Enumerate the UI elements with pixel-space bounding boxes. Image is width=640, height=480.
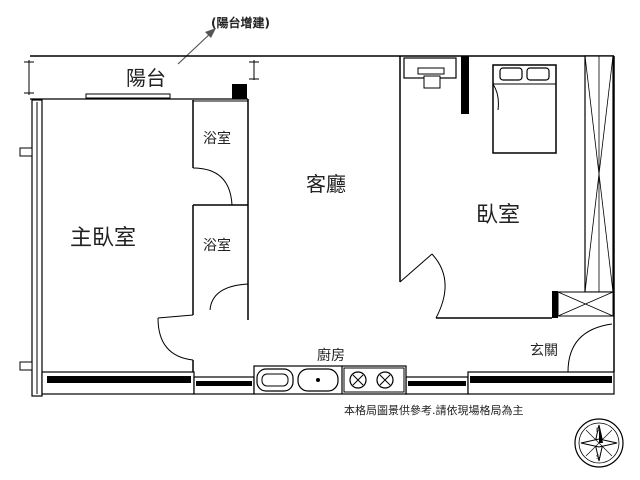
room-label-balcony: 陽台 xyxy=(126,66,166,90)
room-label-living-room: 客廳 xyxy=(306,172,346,196)
balcony-extension-note: (陽台增建) xyxy=(211,15,270,30)
room-label-kitchen: 廚房 xyxy=(317,347,345,364)
compass-icon xyxy=(574,418,624,468)
balcony-extension-arrow xyxy=(177,28,216,65)
kitchen-counter xyxy=(253,365,407,395)
room-label-bath-top: 浴室 xyxy=(203,130,231,147)
bed xyxy=(492,64,557,154)
compass-north-label: N xyxy=(596,427,601,434)
disclaimer-note: 本格局圖景供參考.請依現場格局為主 xyxy=(344,403,524,417)
room-label-entrance: 玄關 xyxy=(530,342,558,359)
room-label-bath-bottom: 浴室 xyxy=(203,237,231,254)
room-label-master-bedroom: 主臥室 xyxy=(70,226,136,251)
walls xyxy=(19,55,615,397)
room-label-bedroom: 臥室 xyxy=(476,203,520,228)
compass-south-label: S xyxy=(596,454,600,461)
desk-with-chair xyxy=(403,57,457,89)
